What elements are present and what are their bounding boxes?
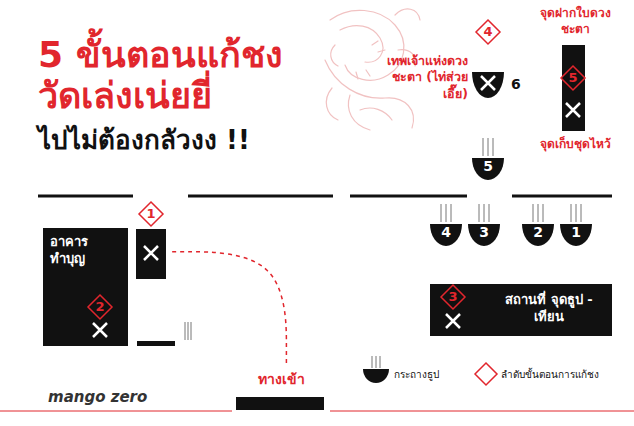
- incense-stick: [441, 204, 442, 222]
- step-number: 4: [478, 24, 498, 41]
- wall-lines: [38, 195, 612, 198]
- incense-stick: [489, 204, 490, 222]
- incense-stick: [484, 204, 485, 222]
- incense-stick: [493, 138, 494, 156]
- step-number: 3: [472, 223, 496, 241]
- logo: mango zero: [48, 388, 147, 406]
- fortune-drop-bar: จุดฝากใบดวงชะตา 5 จุดเก็บชุดไหว้: [528, 6, 622, 158]
- black-block: [136, 229, 166, 279]
- incense-pot: 5: [468, 136, 508, 184]
- legend-text: กระถางธูป: [394, 367, 439, 382]
- incense-stick: [533, 204, 534, 222]
- walk-path: [170, 252, 286, 363]
- node-label: จุดฝากใบดวงชะตา: [528, 6, 622, 37]
- black-block: [236, 397, 324, 410]
- step-diamond: [476, 20, 500, 44]
- incense-stick: [479, 204, 480, 222]
- step-diamond: [139, 202, 163, 226]
- small-bench: [137, 341, 175, 346]
- step-number: 1: [141, 206, 161, 223]
- step-number: 4: [434, 223, 458, 241]
- incense-place-box: 3 สถานที่ จุดธูป - เทียน: [430, 284, 612, 336]
- incense-stick: [451, 204, 452, 222]
- incense-stick: [483, 138, 484, 156]
- subtitle: ไปไม่ต้องกลัวงง !!: [38, 119, 250, 160]
- step-number: 5: [476, 157, 500, 175]
- node-label: 6: [511, 75, 525, 93]
- node-label: ทางเข้า: [236, 370, 326, 388]
- offering-box: 1: [135, 201, 167, 279]
- spot-cross: [144, 246, 158, 260]
- step-diamond: [88, 295, 112, 319]
- step-number: 1: [564, 223, 588, 241]
- incense-stick: [446, 204, 447, 222]
- deity-pot: 4 เทพเจ้าแห่งดวงชะตา (ไท่ส่วยเอี๊ย) 6: [380, 15, 525, 115]
- incense-stick: [571, 204, 572, 222]
- step-diamond: [561, 66, 585, 90]
- incense-pot: 3: [464, 202, 504, 250]
- black-block: [43, 228, 128, 346]
- incense-pot: [472, 72, 504, 98]
- node-label: จุดเก็บชุดไหว้: [528, 137, 622, 153]
- step-number: 5: [563, 70, 583, 87]
- building-box: อาคาร ทำบุญ 2: [43, 228, 128, 346]
- title: 5 ขั้นตอนแก้ชง วัดเล่งเน่ยยี่: [38, 34, 338, 117]
- incense-pot: 2: [518, 202, 558, 250]
- incense-stick: [538, 204, 539, 222]
- legend-pot-icon: [363, 356, 389, 383]
- incense-pot: 4: [426, 202, 466, 250]
- step-number: 3: [443, 289, 463, 306]
- legend-text: ลำดับขั้นตอนการแก้ชง: [501, 367, 599, 382]
- ground-line: [0, 411, 634, 412]
- incense-sticks: [185, 322, 191, 340]
- incense-stick: [576, 204, 577, 222]
- node-label: อาคาร ทำบุญ: [50, 234, 122, 268]
- spot-cross: [446, 314, 460, 328]
- incense-stick: [581, 204, 582, 222]
- step-number: 2: [89, 299, 111, 316]
- node-label: สถานที่ จุดธูป - เทียน: [492, 292, 606, 326]
- incense-stick: [543, 204, 544, 222]
- spot-cross: [566, 103, 580, 117]
- step-diamond: [441, 285, 465, 309]
- node-label: เทพเจ้าแห่งดวงชะตา (ไท่ส่วยเอี๊ย): [380, 53, 468, 102]
- black-block: [430, 284, 612, 336]
- spot-cross: [481, 76, 495, 90]
- incense-stick: [488, 138, 489, 156]
- black-block: [562, 45, 585, 131]
- legend-diamond-icon: [475, 363, 497, 385]
- step-number: 2: [526, 223, 550, 241]
- entrance-bar: ทางเข้า: [236, 366, 326, 411]
- spot-cross: [93, 323, 107, 337]
- incense-pot: 1: [556, 202, 596, 250]
